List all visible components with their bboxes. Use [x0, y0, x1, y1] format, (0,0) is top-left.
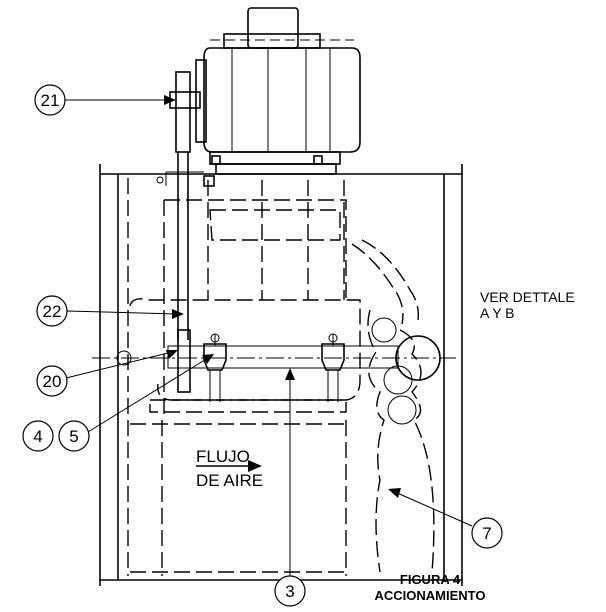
- flow-label-line2: DE AIRE: [196, 471, 263, 490]
- callout-22: 22: [36, 295, 68, 327]
- callout-7-label: 7: [482, 524, 491, 543]
- flow-label-line1: FLUJO: [196, 447, 250, 466]
- callout-5: 5: [58, 420, 90, 452]
- callout-3: 3: [274, 575, 306, 607]
- detail-note-line2: A Y B: [480, 305, 515, 321]
- callout-21: 21: [34, 84, 66, 116]
- detail-note-line1: VER DETTALE: [480, 289, 575, 305]
- caption-line1: FIGURA 4: [400, 572, 461, 587]
- callout-20: 20: [36, 365, 68, 397]
- damper-frame: [99, 164, 463, 586]
- caption-line2: ACCIONAMIENTO: [375, 588, 486, 603]
- callout-3-label: 3: [285, 582, 294, 601]
- shaft-assembly: [92, 329, 456, 402]
- callout-20-label: 20: [43, 372, 62, 391]
- leader-lines: [64, 95, 473, 576]
- callout-21-label: 21: [41, 91, 60, 110]
- callout-5-label: 5: [69, 427, 78, 446]
- callout-7: 7: [471, 517, 503, 549]
- blade-curve: [351, 239, 435, 573]
- callout-22-label: 22: [43, 302, 62, 321]
- callout-4-label: 4: [33, 427, 42, 446]
- motor-assembly: [156, 7, 361, 340]
- callout-4: 4: [22, 420, 54, 452]
